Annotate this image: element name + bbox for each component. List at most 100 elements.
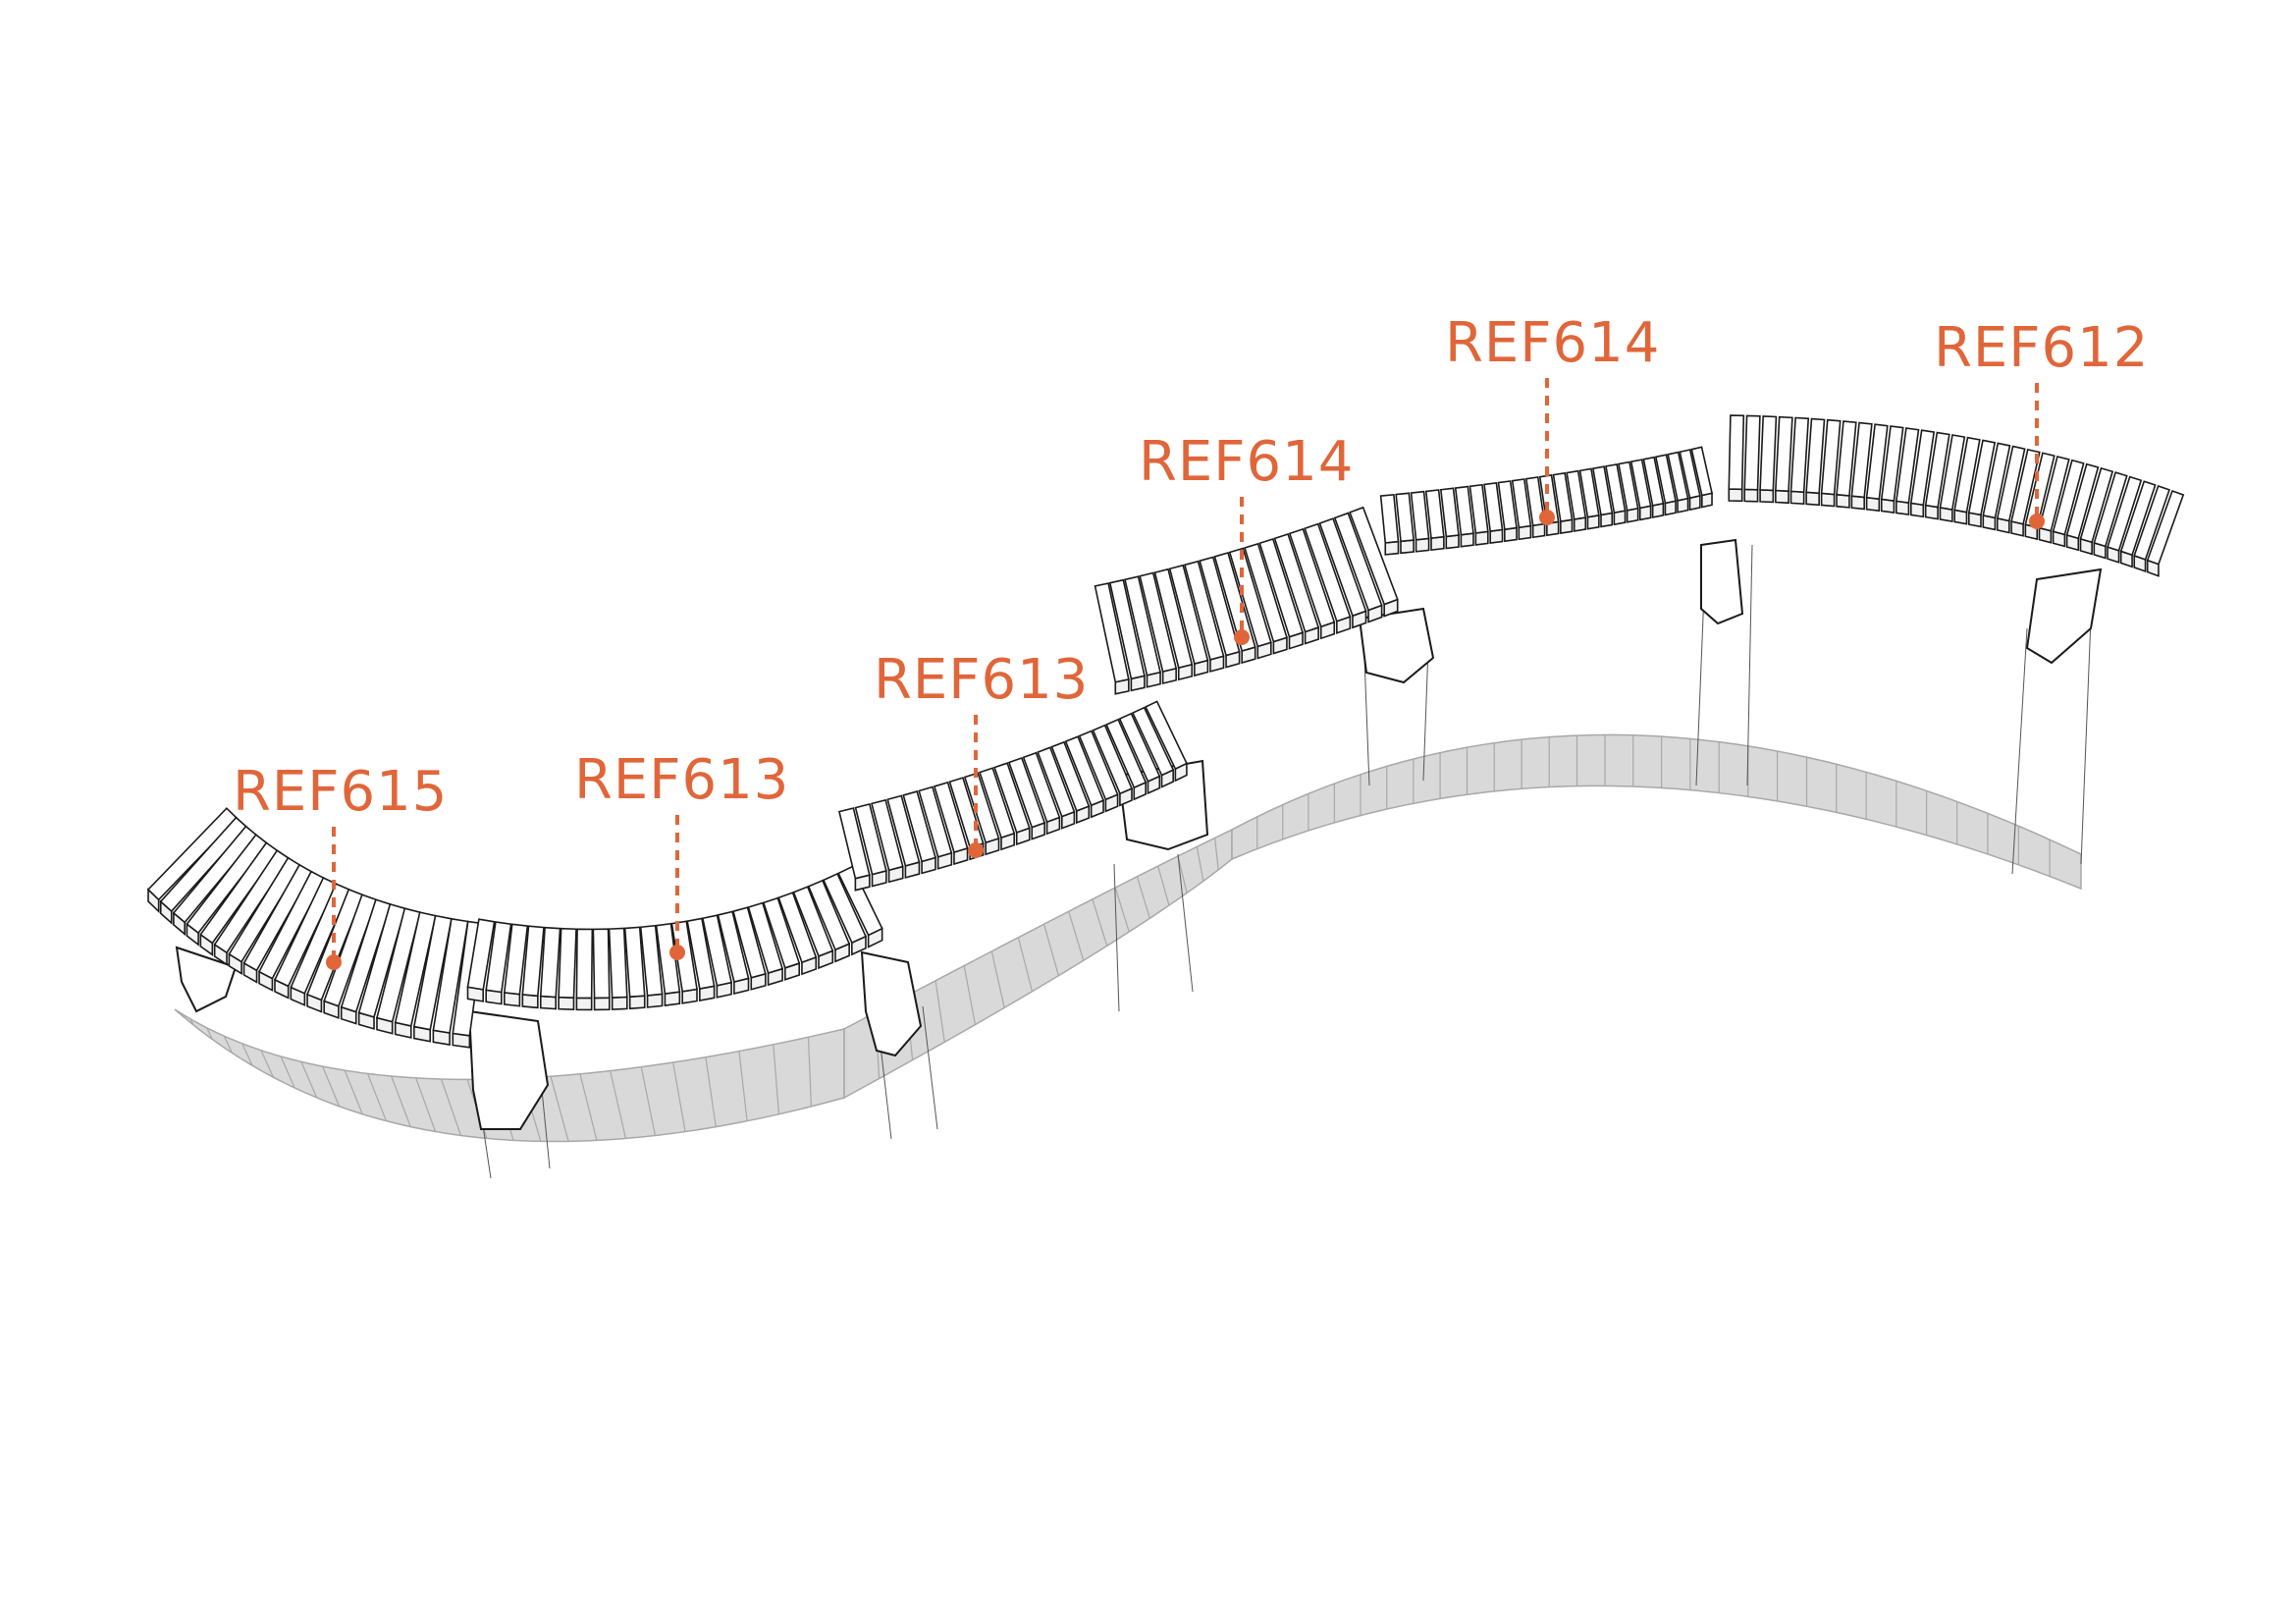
slat: [1805, 417, 1826, 495]
slat: [1654, 454, 1677, 505]
slat: [1213, 552, 1256, 653]
slat: [575, 928, 594, 1000]
slat: [1105, 718, 1148, 789]
slat: [1667, 451, 1689, 502]
slat: [854, 803, 887, 876]
paver-joint: [640, 1066, 657, 1136]
leader-dot: [326, 954, 342, 970]
paver-joint: [738, 1051, 748, 1121]
leader-dot: [1539, 510, 1555, 525]
slat: [1591, 465, 1614, 516]
bench-ref613-middle: [837, 700, 1188, 892]
slat: [1566, 469, 1587, 520]
leader-dot: [2029, 514, 2045, 529]
projection-line: [1422, 647, 1429, 782]
slat: [1865, 423, 1889, 501]
slat-edge: [611, 996, 628, 1010]
slat: [1939, 434, 1966, 511]
slat-edge: [1384, 540, 1400, 556]
bench-leg-4: [1358, 607, 1435, 684]
slat: [412, 914, 453, 1031]
slat: [1333, 512, 1383, 612]
slat-edge: [1415, 537, 1430, 553]
slat: [1850, 421, 1873, 499]
slat: [1124, 575, 1162, 677]
slat: [686, 917, 716, 990]
slat: [466, 918, 496, 991]
slat: [1605, 462, 1627, 514]
slat: [485, 921, 512, 994]
projection-line: [1113, 863, 1120, 1012]
slat: [2093, 471, 2128, 548]
slat: [146, 807, 239, 901]
callout-ref612: REF612: [1934, 316, 2149, 529]
slat: [822, 872, 868, 945]
slat: [2079, 466, 2114, 544]
slat-edge: [1728, 488, 1743, 503]
slat: [228, 856, 302, 963]
slat: [290, 883, 351, 995]
paver-joint: [344, 1069, 363, 1114]
bench-ref614-lower: [1094, 506, 1399, 695]
projection-line: [2080, 618, 2092, 865]
bench-ref612: [1728, 414, 2185, 577]
slat: [732, 906, 767, 979]
paver-joint: [579, 1073, 598, 1141]
slat: [747, 901, 784, 975]
slat: [159, 816, 248, 913]
slat: [2107, 475, 2143, 552]
paver-joint: [963, 965, 977, 1025]
slat: [1454, 485, 1474, 536]
slat: [1139, 571, 1178, 673]
slat-edge: [1820, 492, 1836, 508]
slat: [1273, 532, 1320, 633]
slat: [2065, 462, 2100, 540]
slat: [1880, 425, 1904, 502]
slat: [1953, 436, 1981, 514]
callout-label: REF612: [1934, 316, 2149, 380]
slat: [1050, 740, 1091, 812]
slat: [918, 785, 953, 858]
slat: [639, 924, 664, 997]
slat: [1094, 582, 1130, 683]
slat: [1439, 487, 1460, 538]
leader-dot: [968, 842, 984, 858]
slat: [1410, 490, 1430, 541]
slat-edge: [593, 997, 611, 1011]
leader-dot: [669, 945, 685, 960]
callout-ref614-upper: REF614: [1445, 311, 1660, 525]
callout-ref613-middle: REF613: [874, 648, 1088, 858]
slat: [608, 927, 628, 999]
slat: [1483, 481, 1504, 532]
slat: [1022, 751, 1061, 824]
slat: [521, 925, 545, 998]
slat: [503, 923, 529, 996]
bench-legs: [175, 538, 2103, 1130]
callout-label: REF613: [574, 748, 789, 812]
paver-joint: [300, 1061, 318, 1099]
slat: [993, 762, 1031, 834]
slat: [213, 849, 291, 954]
slat: [1982, 442, 2011, 519]
paver-joint: [440, 1078, 462, 1136]
slat: [762, 896, 801, 969]
slat: [1775, 415, 1793, 493]
slat: [1153, 568, 1194, 670]
paver-joint: [773, 1044, 780, 1114]
slat-edge: [1850, 495, 1865, 511]
projection-line: [1363, 657, 1370, 786]
bench-leg-1: [467, 1009, 550, 1130]
slat: [1789, 416, 1810, 494]
slat: [1199, 556, 1241, 657]
slat: [1511, 478, 1532, 529]
callout-label: REF614: [1445, 311, 1660, 375]
slat: [1108, 578, 1146, 680]
callout-ref614-lower: REF614: [1139, 430, 1353, 645]
callout-ref615: REF615: [233, 760, 447, 970]
paver-joint: [807, 1037, 813, 1107]
slat: [933, 781, 969, 853]
slat: [792, 886, 834, 957]
paver-joint: [1214, 838, 1219, 870]
slat: [1131, 706, 1175, 777]
